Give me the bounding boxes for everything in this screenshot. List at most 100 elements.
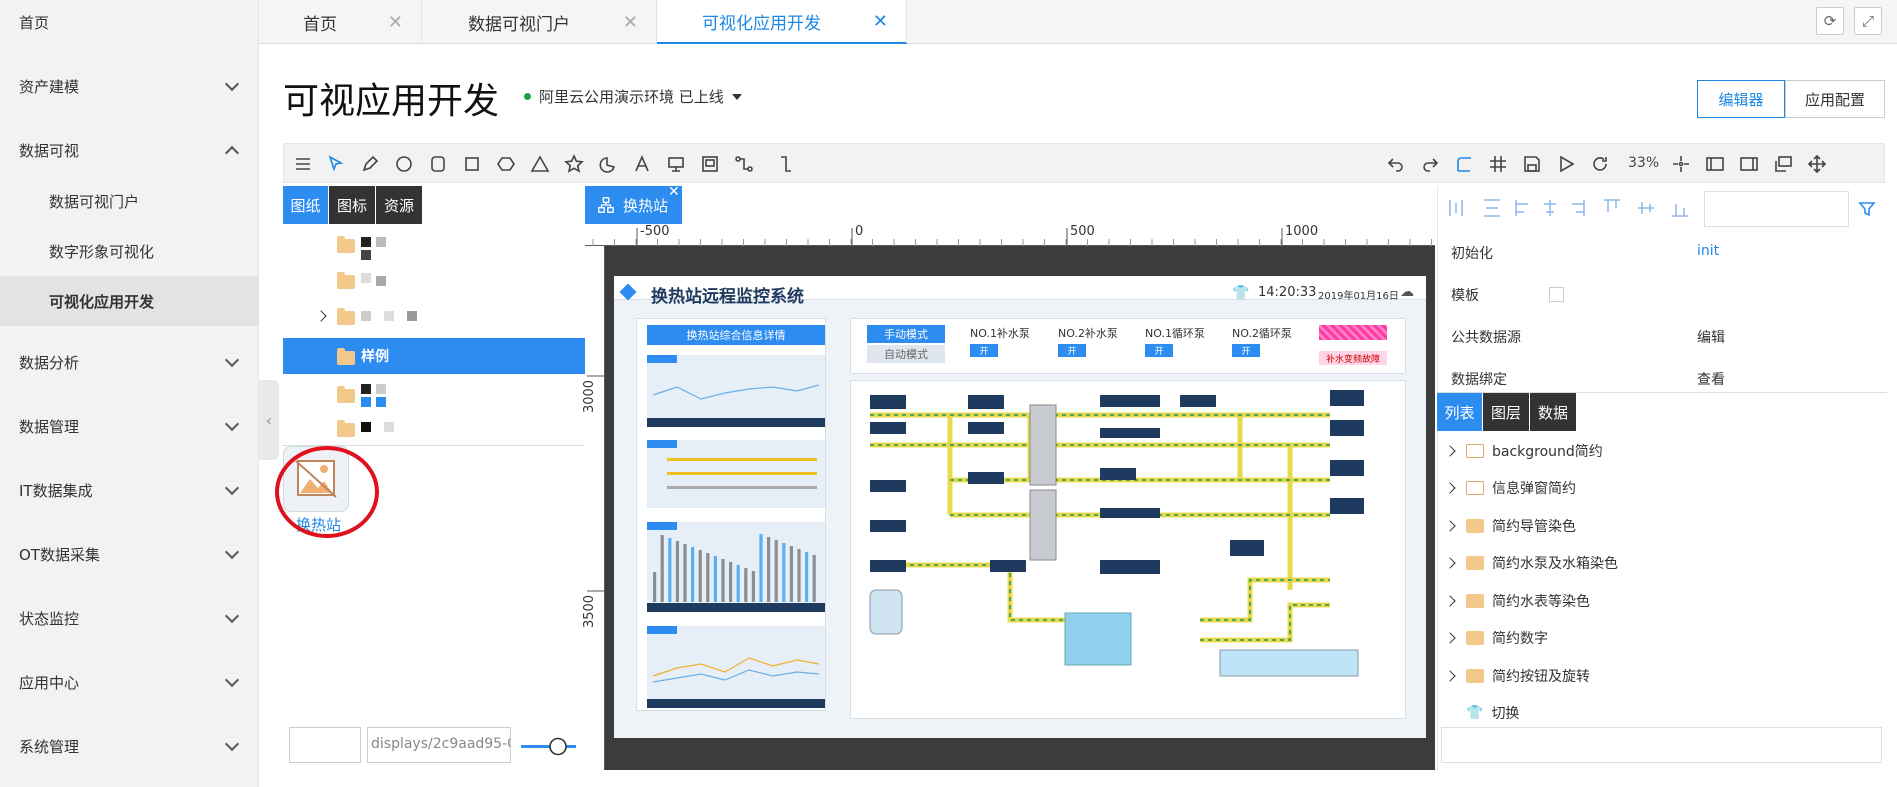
sidebar-collapse-handle[interactable]: ‹ bbox=[259, 380, 279, 460]
manual-mode-button[interactable]: 手动模式 bbox=[867, 325, 945, 343]
connector-icon[interactable] bbox=[732, 152, 756, 176]
pump1-on-toggle[interactable]: 开 bbox=[970, 344, 998, 357]
sidebar-item-status-monitor[interactable]: 状态监控 bbox=[0, 586, 259, 650]
chevron-right-icon[interactable] bbox=[315, 310, 327, 322]
auto-mode-button[interactable]: 自动模式 bbox=[867, 345, 945, 363]
right-panel-icon[interactable] bbox=[1737, 152, 1761, 176]
move-icon[interactable] bbox=[1805, 152, 1829, 176]
tab-visual-app-dev[interactable]: 可视化应用开发✕ bbox=[657, 0, 907, 44]
align-input[interactable] bbox=[1704, 191, 1849, 227]
sidebar-item-asset-modeling[interactable]: 资产建模 bbox=[0, 54, 259, 118]
template-checkbox[interactable] bbox=[1549, 287, 1564, 302]
play-icon[interactable] bbox=[1554, 152, 1578, 176]
undo-icon[interactable] bbox=[1384, 152, 1408, 176]
list-item[interactable]: 👕切换 bbox=[1466, 705, 1520, 722]
chevron-right-icon[interactable] bbox=[1444, 445, 1456, 457]
tree-row[interactable] bbox=[283, 262, 585, 298]
tab-layers[interactable]: 图层 bbox=[1483, 393, 1529, 431]
edit-datasource-link[interactable]: 编辑 bbox=[1697, 330, 1725, 346]
tree-row[interactable] bbox=[283, 226, 585, 262]
layer-search-input[interactable] bbox=[1441, 727, 1882, 763]
list-item[interactable]: background简约 bbox=[1444, 436, 1603, 466]
document-tab[interactable]: 换热站 bbox=[585, 186, 682, 224]
filter-icon[interactable] bbox=[1858, 200, 1876, 218]
init-link[interactable]: init bbox=[1697, 243, 1720, 259]
sidebar-item-data-management[interactable]: 数据管理 bbox=[0, 394, 259, 458]
tree-row[interactable] bbox=[283, 376, 585, 412]
align-toolbar[interactable] bbox=[1446, 196, 1692, 220]
close-icon[interactable]: ✕ bbox=[668, 184, 680, 200]
hexagon-icon[interactable] bbox=[494, 152, 518, 176]
rectangle-icon[interactable] bbox=[460, 152, 484, 176]
display-icon[interactable] bbox=[664, 152, 688, 176]
list-item[interactable]: 简约按钮及旋转 bbox=[1444, 661, 1590, 691]
embed-icon[interactable] bbox=[698, 152, 722, 176]
zoom-level[interactable]: 33% bbox=[1628, 155, 1660, 171]
close-icon[interactable]: ✕ bbox=[387, 11, 403, 33]
environment-selector[interactable]: 阿里云公用演示环境 已上线 bbox=[524, 86, 742, 107]
editor-button[interactable]: 编辑器 bbox=[1697, 80, 1785, 118]
pump3-on-toggle[interactable]: 开 bbox=[1145, 344, 1173, 357]
fit-icon[interactable] bbox=[1669, 152, 1693, 176]
fullscreen-button[interactable]: ⤢ bbox=[1854, 7, 1882, 35]
tab-icons[interactable]: 图标 bbox=[329, 186, 375, 224]
left-panel-icon[interactable] bbox=[1703, 152, 1727, 176]
star-icon[interactable] bbox=[562, 152, 586, 176]
sidebar-item-home[interactable]: 首页 bbox=[19, 13, 50, 32]
chevron-right-icon[interactable] bbox=[1444, 595, 1456, 607]
tree-row[interactable] bbox=[283, 410, 585, 446]
refresh-button[interactable]: ⟳ bbox=[1816, 7, 1844, 35]
sidebar-item-app-center[interactable]: 应用中心 bbox=[0, 650, 259, 714]
list-item[interactable]: 简约数字 bbox=[1444, 623, 1548, 653]
name-input[interactable] bbox=[289, 727, 361, 763]
chevron-right-icon[interactable] bbox=[1444, 632, 1456, 644]
tree-row[interactable] bbox=[283, 298, 585, 334]
tab-home[interactable]: 首页✕ bbox=[259, 0, 422, 44]
sidebar-item-data-visual[interactable]: 数据可视 bbox=[0, 118, 259, 182]
sidebar-item-ot-collection[interactable]: OT数据采集 bbox=[0, 522, 259, 586]
tab-resources[interactable]: 资源 bbox=[376, 186, 422, 224]
sidebar-item-it-integration[interactable]: IT数据集成 bbox=[0, 458, 259, 522]
thumbnail-size-slider[interactable] bbox=[521, 736, 576, 756]
list-item[interactable]: 简约水表等染色 bbox=[1444, 586, 1590, 616]
path-input[interactable]: displays/2c9aad95-0 bbox=[367, 727, 511, 763]
sidebar-item-visual-app-dev[interactable]: 可视化应用开发 bbox=[0, 276, 259, 326]
snap-icon[interactable] bbox=[1452, 152, 1476, 176]
list-item[interactable]: 信息弹窗简约 bbox=[1444, 473, 1576, 503]
close-icon[interactable]: ✕ bbox=[622, 11, 638, 33]
menu-icon[interactable] bbox=[291, 152, 315, 176]
tab-data[interactable]: 数据 bbox=[1530, 393, 1576, 431]
rounded-rect-icon[interactable] bbox=[426, 152, 450, 176]
pen-icon[interactable] bbox=[358, 152, 382, 176]
tab-visual-portal[interactable]: 数据可视门户✕ bbox=[422, 0, 657, 44]
chevron-right-icon[interactable] bbox=[1444, 670, 1456, 682]
text-icon[interactable] bbox=[630, 152, 654, 176]
tab-list[interactable]: 列表 bbox=[1437, 393, 1482, 431]
grid-icon[interactable] bbox=[1486, 152, 1510, 176]
chevron-right-icon[interactable] bbox=[1444, 520, 1456, 532]
sidebar-item-digital-image[interactable]: 数字形象可视化 bbox=[49, 242, 155, 261]
chevron-right-icon[interactable] bbox=[1444, 482, 1456, 494]
sidebar-item-visual-portal[interactable]: 数据可视门户 bbox=[49, 192, 140, 211]
close-icon[interactable]: ✕ bbox=[872, 10, 888, 32]
triangle-icon[interactable] bbox=[528, 152, 552, 176]
comment-icon[interactable] bbox=[1771, 152, 1795, 176]
circle-icon[interactable] bbox=[392, 152, 416, 176]
polyline-icon[interactable] bbox=[774, 152, 798, 176]
view-binding-link[interactable]: 查看 bbox=[1697, 372, 1725, 388]
sidebar-item-system-management[interactable]: 系统管理 bbox=[0, 714, 259, 778]
list-item[interactable]: 简约水泵及水箱染色 bbox=[1444, 548, 1618, 578]
list-item[interactable]: 简约导管染色 bbox=[1444, 511, 1576, 541]
save-icon[interactable] bbox=[1520, 152, 1544, 176]
tab-drawings[interactable]: 图纸 bbox=[283, 186, 328, 224]
tree-row-examples[interactable]: 样例 bbox=[283, 338, 585, 374]
info-detail-button[interactable]: 换热站综合信息详情 bbox=[647, 325, 825, 345]
pump2-on-toggle[interactable]: 开 bbox=[1058, 344, 1086, 357]
chevron-right-icon[interactable] bbox=[1444, 557, 1456, 569]
refresh-icon[interactable] bbox=[1588, 152, 1612, 176]
arc-icon[interactable] bbox=[596, 152, 620, 176]
sidebar-item-data-analysis[interactable]: 数据分析 bbox=[0, 330, 259, 394]
redo-icon[interactable] bbox=[1418, 152, 1442, 176]
app-config-button[interactable]: 应用配置 bbox=[1785, 80, 1885, 118]
pump4-on-toggle[interactable]: 开 bbox=[1232, 344, 1260, 357]
